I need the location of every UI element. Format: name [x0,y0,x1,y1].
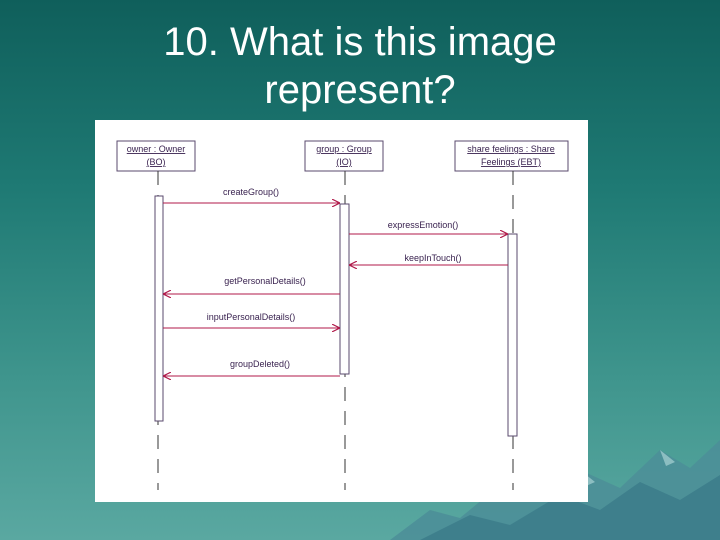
lifeline-share-stereotype: Feelings (EBT) [481,157,541,167]
message-input-personal-details-label: inputPersonalDetails() [207,312,296,322]
sequence-diagram: owner : Owner (BO) group : Group (IO) sh… [95,120,588,502]
message-create-group: createGroup() [163,187,339,203]
lifeline-share-feelings: share feelings : Share Feelings (EBT) [455,141,568,490]
slide-title: 10. What is this image represent? [0,18,720,114]
lifeline-share-name: share feelings : Share [467,144,555,154]
message-input-personal-details: inputPersonalDetails() [163,312,339,328]
message-keep-in-touch-label: keepInTouch() [404,253,461,263]
message-express-emotion-label: expressEmotion() [388,220,459,230]
message-group-deleted: groupDeleted() [164,359,340,376]
message-keep-in-touch: keepInTouch() [350,253,508,265]
lifeline-group-name: group : Group [316,144,372,154]
message-group-deleted-label: groupDeleted() [230,359,290,369]
title-line-1: 10. What is this image [0,18,720,66]
lifeline-owner-stereotype: (BO) [147,157,166,167]
lifeline-group-stereotype: (IO) [336,157,352,167]
lifeline-owner-name: owner : Owner [127,144,186,154]
message-express-emotion: expressEmotion() [349,220,507,234]
title-line-2: represent? [0,66,720,114]
message-get-personal-details: getPersonalDetails() [164,276,340,294]
message-create-group-label: createGroup() [223,187,279,197]
lifeline-owner: owner : Owner (BO) [117,141,195,490]
message-get-personal-details-label: getPersonalDetails() [224,276,306,286]
lifeline-group: group : Group (IO) [305,141,383,490]
